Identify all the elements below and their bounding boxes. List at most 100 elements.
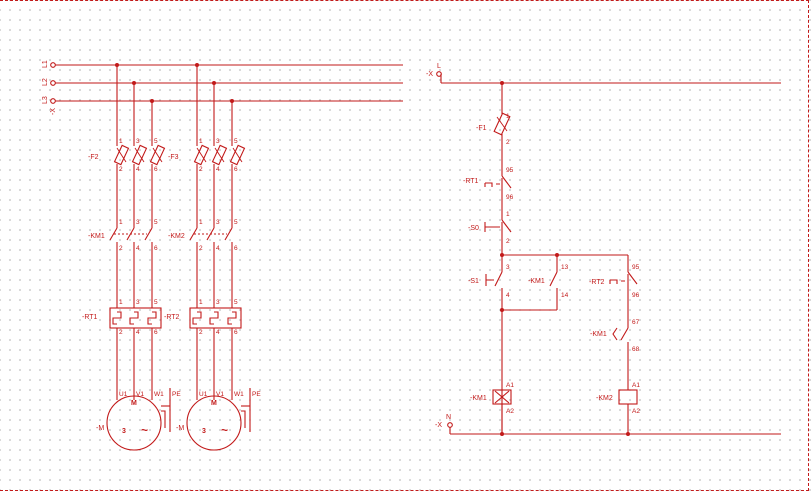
svg-text:96: 96 xyxy=(506,194,514,201)
km1-aux-contact xyxy=(549,271,558,287)
svg-text:M: M xyxy=(211,400,217,407)
svg-text:5: 5 xyxy=(234,299,238,306)
supply-l2-label: L2 xyxy=(42,78,49,86)
contactor-km2-main xyxy=(189,227,233,241)
svg-text:1: 1 xyxy=(506,113,510,120)
svg-text:2: 2 xyxy=(119,329,123,336)
svg-text:2: 2 xyxy=(199,166,203,173)
contactor-km1-main xyxy=(109,227,153,241)
svg-text:1: 1 xyxy=(506,211,510,218)
label-rt1: -RT1 xyxy=(82,314,98,321)
svg-text:A2: A2 xyxy=(632,408,640,415)
svg-text:3: 3 xyxy=(122,428,126,435)
svg-text:2: 2 xyxy=(199,245,203,252)
svg-text:5: 5 xyxy=(154,138,158,145)
svg-text:3: 3 xyxy=(216,219,220,226)
svg-text:6: 6 xyxy=(234,329,238,336)
svg-text:V1: V1 xyxy=(136,391,144,398)
label-km2-main: -KM2 xyxy=(168,233,185,240)
svg-text:6: 6 xyxy=(154,245,158,252)
svg-text:3: 3 xyxy=(202,428,206,435)
label-rt2-ctrl: -RT2 xyxy=(589,279,605,286)
svg-text:6: 6 xyxy=(154,166,158,173)
svg-text:~: ~ xyxy=(141,423,148,437)
svg-text:1: 1 xyxy=(119,138,123,145)
supply-busbars: L1 L2 L3 -X xyxy=(42,60,403,115)
svg-text:6: 6 xyxy=(234,245,238,252)
fuse-f1 xyxy=(493,112,511,136)
label-motor-2: -M xyxy=(176,425,184,432)
svg-text:A1: A1 xyxy=(506,382,514,389)
svg-text:5: 5 xyxy=(234,138,238,145)
svg-text:3: 3 xyxy=(136,219,140,226)
supply-l3-label: L3 xyxy=(42,96,49,104)
supply-l1-label: L1 xyxy=(42,60,49,68)
svg-text:3: 3 xyxy=(136,299,140,306)
label-km1-main: -KM1 xyxy=(88,233,105,240)
svg-text:1: 1 xyxy=(199,219,203,226)
svg-text:68: 68 xyxy=(632,346,640,353)
label-km1-nc: -KM1 xyxy=(590,331,607,338)
svg-text:A1: A1 xyxy=(632,382,640,389)
control-circuit: L -X N -X -F1 1 2 -RT1 95 96 xyxy=(426,63,781,436)
label-coil-km1: -KM1 xyxy=(470,395,487,402)
svg-text:4: 4 xyxy=(136,245,140,252)
label-s0: -S0 xyxy=(468,225,479,232)
svg-text:3: 3 xyxy=(216,299,220,306)
svg-text:6: 6 xyxy=(234,166,238,173)
label-s1: -S1 xyxy=(468,278,479,285)
svg-text:4: 4 xyxy=(216,245,220,252)
label-ctrl-x-bot: -X xyxy=(435,422,442,429)
label-ctrl-n: N xyxy=(446,414,451,421)
svg-text:3: 3 xyxy=(136,138,140,145)
svg-text:1: 1 xyxy=(119,299,123,306)
svg-text:1: 1 xyxy=(119,219,123,226)
label-rt2: -RT2 xyxy=(164,314,180,321)
svg-text:5: 5 xyxy=(154,299,158,306)
svg-text:5: 5 xyxy=(234,219,238,226)
fuse-f3 xyxy=(193,144,246,166)
stop-button-s0[interactable] xyxy=(484,219,512,233)
svg-text:V1: V1 xyxy=(216,391,224,398)
svg-text:4: 4 xyxy=(136,166,140,173)
svg-text:96: 96 xyxy=(632,292,640,299)
start-button-s1[interactable] xyxy=(485,271,503,287)
label-ctrl-x-top: -X xyxy=(426,71,433,78)
svg-text:14: 14 xyxy=(561,292,569,299)
supply-x-label: -X xyxy=(50,108,57,115)
svg-text:4: 4 xyxy=(506,292,510,299)
svg-text:5: 5 xyxy=(154,219,158,226)
km1-nc-interlock xyxy=(612,327,629,341)
label-km1-aux: -KM1 xyxy=(528,278,545,285)
svg-text:6: 6 xyxy=(154,329,158,336)
svg-text:4: 4 xyxy=(136,329,140,336)
rt1-nc-contact xyxy=(484,175,512,189)
svg-text:PE: PE xyxy=(172,391,181,398)
svg-text:PE: PE xyxy=(252,391,261,398)
svg-text:1: 1 xyxy=(199,299,203,306)
thermal-relay-rt1 xyxy=(109,307,162,329)
svg-text:13: 13 xyxy=(561,264,569,271)
label-motor-1: -M xyxy=(96,425,104,432)
label-f2: -F2 xyxy=(88,154,99,161)
fuse-f2 xyxy=(113,144,166,166)
motor-branch-2: -F3 1 3 5 2 4 6 -KM2 1 3 5 2 4 6 1 xyxy=(168,63,261,451)
svg-text:2: 2 xyxy=(506,139,510,146)
svg-text:2: 2 xyxy=(119,166,123,173)
svg-text:W1: W1 xyxy=(234,391,244,398)
svg-text:1: 1 xyxy=(199,138,203,145)
svg-text:95: 95 xyxy=(506,167,514,174)
motor-m2: M 3 ~ xyxy=(186,388,251,451)
label-f1: -F1 xyxy=(476,125,487,132)
label-f3: -F3 xyxy=(168,154,179,161)
svg-text:4: 4 xyxy=(216,166,220,173)
svg-text:U1: U1 xyxy=(199,391,208,398)
label-rt1-ctrl: -RT1 xyxy=(463,178,479,185)
label-coil-km2: -KM2 xyxy=(596,395,613,402)
svg-text:M: M xyxy=(131,400,137,407)
svg-text:3: 3 xyxy=(506,264,510,271)
svg-text:A2: A2 xyxy=(506,408,514,415)
svg-text:3: 3 xyxy=(216,138,220,145)
